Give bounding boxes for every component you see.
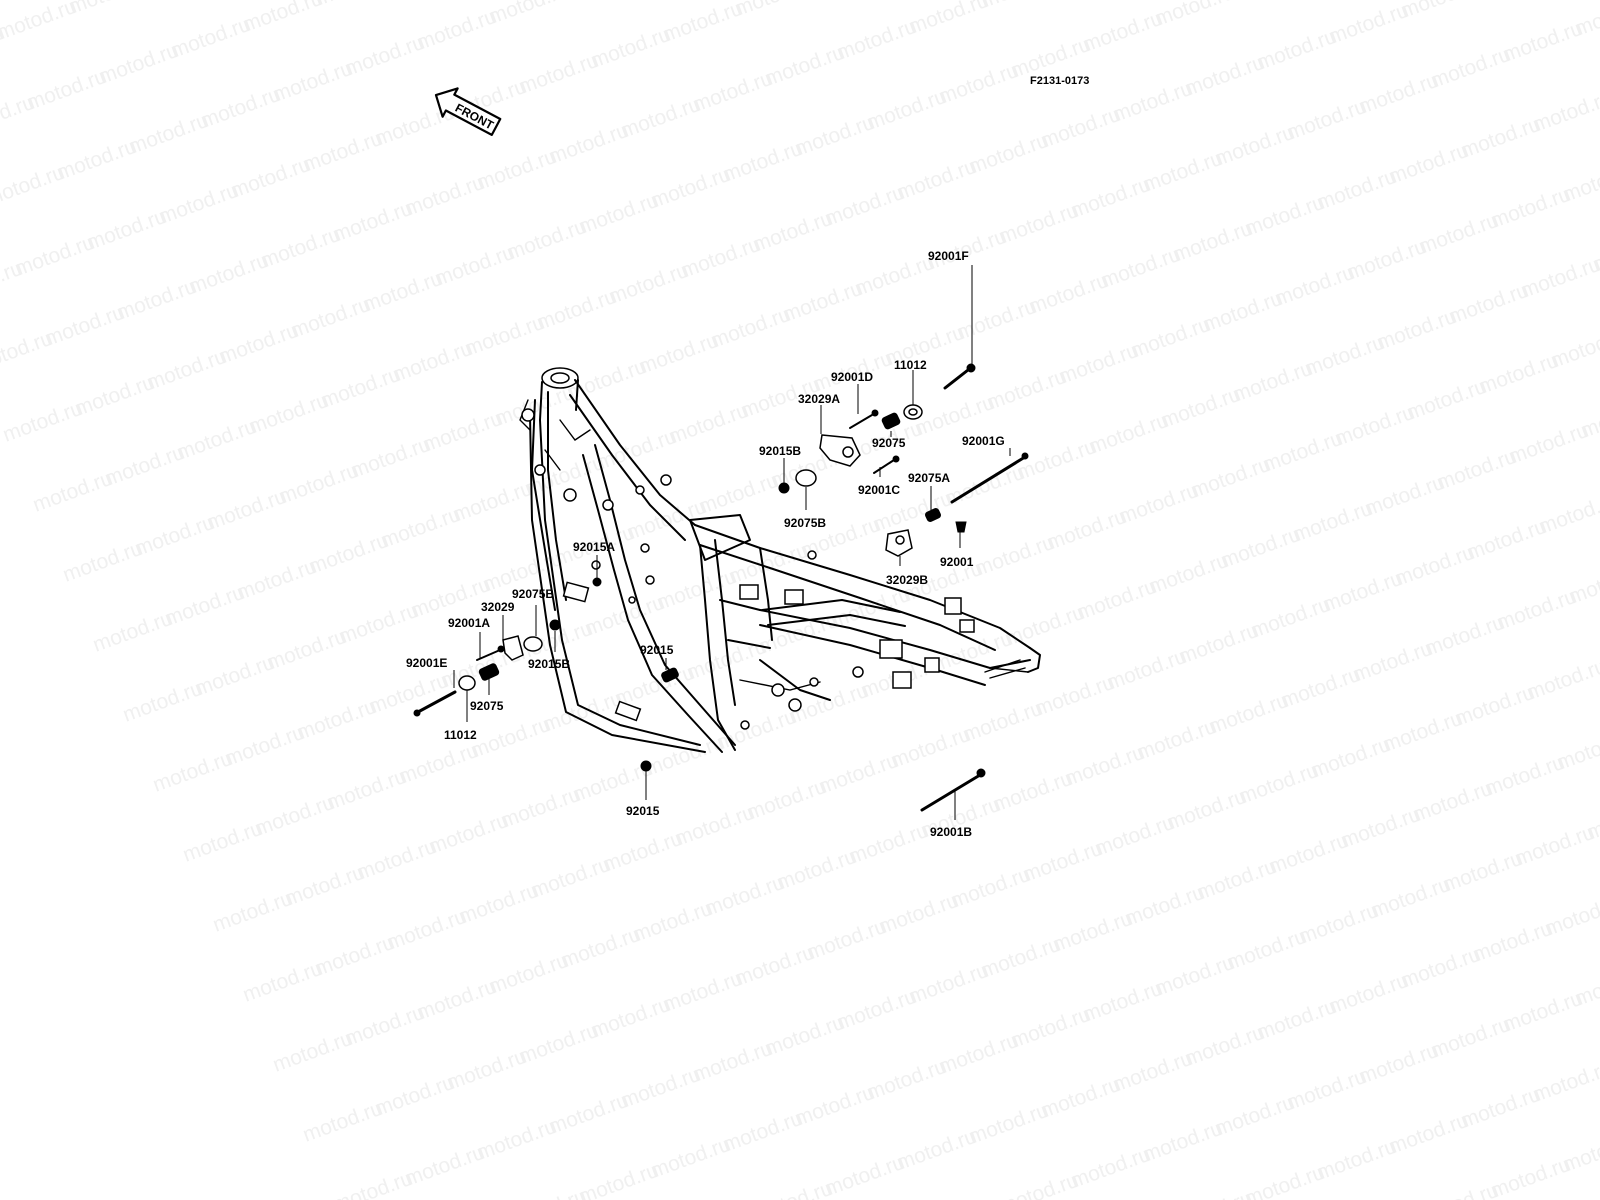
watermark-text: motod.ru (1560, 157, 1600, 207)
callout-92015-middle: 92015 (640, 643, 674, 657)
watermark-text: motod.ru (1548, 323, 1600, 373)
callout-92001E: 92001E (406, 656, 447, 670)
callout-92001G: 92001G (962, 434, 1005, 448)
watermark-text: motod.ru (1326, 0, 1412, 49)
callout-92015B-upper: 92015B (759, 444, 801, 458)
watermark-text: motod.ru (1224, 0, 1310, 5)
callout-92001C: 92001C (858, 483, 900, 497)
callout-92075A: 92075A (908, 471, 950, 485)
callout-32029B: 32029B (886, 573, 928, 587)
watermark-text: motod.ru (732, 0, 818, 21)
nut-92015-lower (640, 760, 652, 772)
callout-92001D: 92001D (831, 370, 873, 384)
callout-92001F: 92001F (928, 249, 969, 263)
watermark-text: motod.ru (486, 0, 572, 29)
bolt-92001C (873, 459, 895, 474)
watermark-text: motod.ru (0, 0, 80, 45)
bolt-92001 (955, 521, 967, 533)
watermark-text: motod.ru (1554, 725, 1600, 775)
spacer-92075-upper (881, 412, 901, 430)
bracket-32029 (502, 635, 524, 661)
spacer-92075A (925, 507, 941, 523)
watermark-text: motod.ru (240, 0, 326, 37)
callout-92015-lower: 92015 (626, 804, 660, 818)
collar-92075B-upper (795, 469, 817, 487)
nut-92015-middle (661, 667, 679, 683)
bolt-92001A (476, 649, 501, 661)
watermark-text: motod.ru (978, 0, 1064, 13)
nut-92015A (592, 577, 602, 587)
bolt-92001D (849, 414, 873, 429)
bracket-32029A (819, 434, 861, 467)
bolt-92001G (950, 455, 1027, 504)
hardware-parts (413, 363, 1029, 812)
callout-labels: 92001F 11012 92001D 32029A 92015B 92075 … (406, 249, 1005, 839)
callout-92015B-lower: 92015B (528, 657, 570, 671)
callout-92075B-lower: 92075B (512, 587, 554, 601)
callout-92075B-upper: 92075B (784, 516, 826, 530)
watermark-text: motod.ru (312, 0, 398, 11)
watermark-text: motod.ru (1560, 1127, 1600, 1177)
bolt-92001B (920, 773, 982, 812)
callout-92001A: 92001A (448, 616, 490, 630)
callout-92001: 92001 (940, 555, 974, 569)
callout-92075-lower: 92075 (470, 699, 504, 713)
watermark-text: motod.ru (660, 0, 746, 47)
watermark-text: motod.ru (66, 0, 152, 19)
nut-92015B-lower (549, 619, 561, 631)
watermark-text: motod.ru (906, 0, 992, 39)
callout-92001B: 92001B (930, 825, 972, 839)
spacer-92075-lower (478, 663, 500, 681)
callout-11012-lower: 11012 (444, 728, 477, 742)
callout-32029A: 32029A (798, 392, 840, 406)
callout-92075-upper: 92075 (872, 436, 906, 450)
collar-92075B-lower (523, 636, 543, 652)
watermark-text: motod.ru (1530, 1057, 1600, 1107)
motorcycle-frame (519, 367, 1041, 753)
leader-lines (453, 265, 1011, 820)
watermark-text: motod.ru (1518, 253, 1600, 303)
watermark-text: motod.ru (1566, 559, 1600, 609)
callout-11012-upper: 11012 (894, 358, 927, 372)
watermark-text: motod.ru (1530, 87, 1600, 137)
bolt-92001E (416, 690, 457, 714)
watermark-text: motod.ru (1398, 0, 1484, 23)
nut-92015B-upper (778, 482, 790, 494)
watermark-text: motod.ru (1536, 489, 1600, 539)
watermark-text: motod.ru (1572, 961, 1600, 1011)
figure-code: F2131-0173 (1030, 75, 1089, 87)
watermark-text: motod.ru (1542, 891, 1600, 941)
callout-32029: 32029 (481, 600, 515, 614)
watermark-text: motod.ru (1152, 0, 1238, 31)
watermark-text: motod.ru (558, 0, 644, 3)
collar-11012-lower (458, 675, 476, 691)
bolt-92001F (943, 368, 970, 390)
watermark-text: motod.ru (1524, 655, 1600, 705)
callout-92015A: 92015A (573, 540, 615, 554)
